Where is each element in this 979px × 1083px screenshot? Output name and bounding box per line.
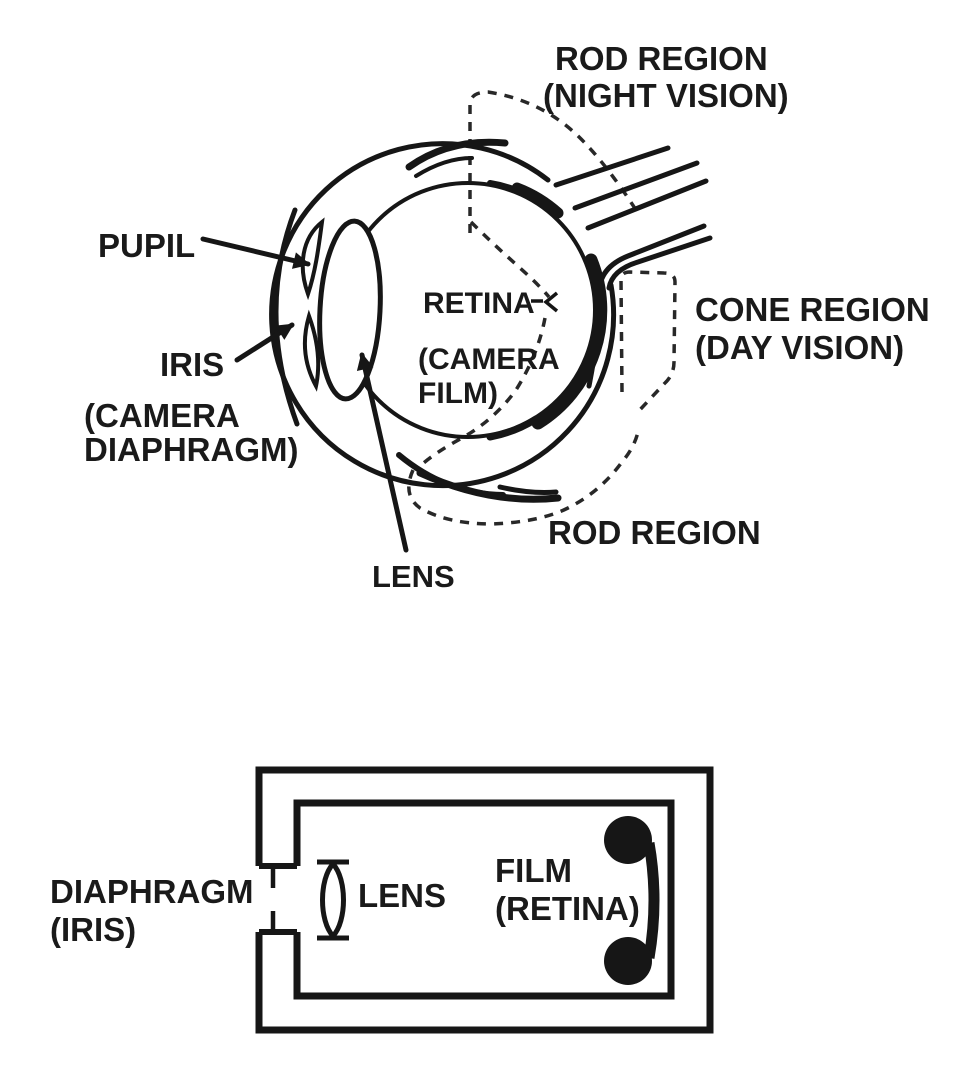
eyeball-outline: [269, 141, 617, 489]
camera-diagram: [255, 766, 714, 1034]
retina-label-line1: RETINA: [423, 287, 535, 320]
label-arrows: [200, 236, 409, 553]
iris-label-line3: DIAPHRAGM): [84, 431, 299, 468]
retina-label-line3: FILM): [418, 377, 498, 410]
iris-label-line2: (CAMERA: [84, 397, 240, 434]
cone-region-label-line2: (DAY VISION): [695, 329, 905, 366]
rod-region-night-label-line1: ROD REGION: [555, 40, 768, 77]
diaphragm-label-line1: DIAPHRAGM: [50, 873, 254, 910]
iris-label-line1: IRIS: [160, 346, 225, 383]
sclera-arc-segments: [396, 138, 562, 503]
retina-pointer: [531, 291, 559, 313]
rod-region-bottom-label: ROD REGION: [548, 514, 761, 551]
pupil-label: PUPIL: [98, 227, 196, 264]
film-label-line1: FILM: [495, 852, 572, 889]
iris-shape: [300, 217, 325, 392]
camera-inner-wall: [293, 799, 675, 1000]
retina-label-line2: (CAMERA: [418, 343, 560, 376]
eye-diagram: [200, 90, 713, 553]
cornea: [273, 207, 300, 427]
camera-body: [255, 766, 714, 1034]
film-roll: [604, 816, 660, 985]
diaphragm-label-line2: (IRIS): [50, 911, 137, 948]
camera-lens-shape: [317, 859, 349, 941]
film-label-line2: (RETINA): [495, 890, 640, 927]
camera-aperture: [259, 863, 297, 935]
cone-region-label-line1: CONE REGION: [695, 291, 930, 328]
lens-arrow: [356, 352, 409, 553]
pupil-arrow: [200, 236, 311, 269]
iris-arrow: [234, 322, 295, 363]
lens-shape: [317, 218, 383, 402]
camera-lens-label: LENS: [358, 877, 447, 914]
optic-nerve: [553, 145, 713, 389]
eye-lens-label: LENS: [372, 559, 455, 594]
rod-region-night-label-line2: (NIGHT VISION): [543, 77, 789, 114]
